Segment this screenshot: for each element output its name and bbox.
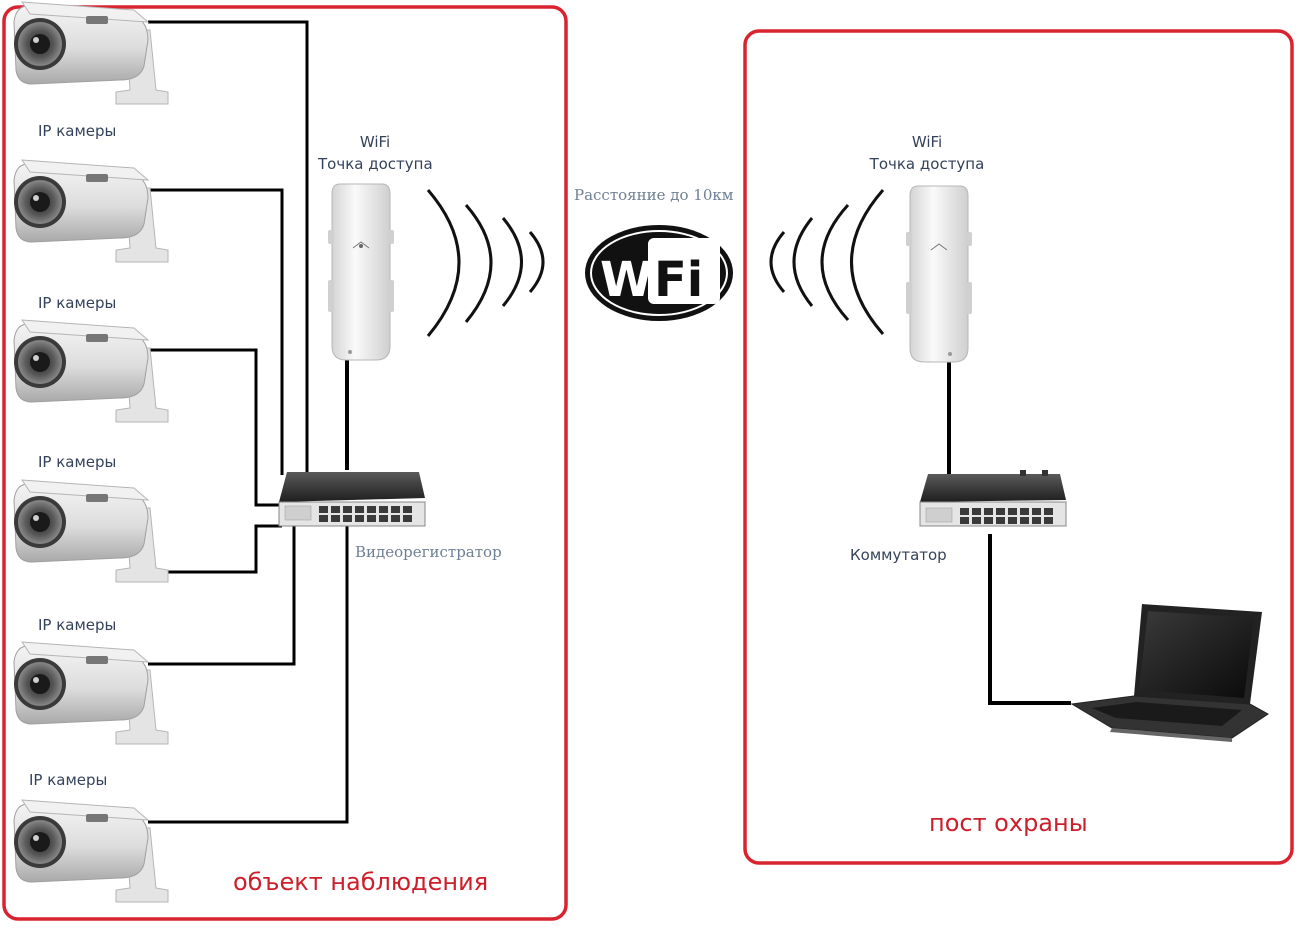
switch-port bbox=[319, 506, 328, 513]
security-post-label: пост охраны bbox=[929, 809, 1088, 837]
security-post-zone bbox=[743, 29, 1294, 865]
switch-port bbox=[996, 508, 1005, 515]
switch-port bbox=[379, 506, 388, 513]
switch-port bbox=[367, 515, 376, 522]
right-ap-label-line2: Точка доступа bbox=[869, 155, 985, 173]
camera-label: IP камеры bbox=[38, 616, 117, 634]
switch-port bbox=[1008, 508, 1017, 515]
nvr-label: Видеорегистратор bbox=[355, 543, 502, 561]
switch-port bbox=[319, 515, 328, 522]
camera-label: IP камеры bbox=[29, 771, 108, 789]
switch-port bbox=[391, 515, 400, 522]
switch-port bbox=[379, 515, 388, 522]
switch-port bbox=[343, 506, 352, 513]
camera-label: IP камеры bbox=[38, 294, 117, 312]
switch-port bbox=[1044, 508, 1053, 515]
switch-port bbox=[391, 506, 400, 513]
left-ap-label-line1: WiFi bbox=[359, 133, 391, 151]
laptop-icon bbox=[1070, 604, 1269, 742]
switch-to-laptop-cable bbox=[988, 534, 1071, 705]
switch-port bbox=[331, 506, 340, 513]
switch-port bbox=[355, 506, 364, 513]
left-ap-label: WiFi Точка доступа bbox=[318, 131, 433, 175]
switch-port bbox=[984, 517, 993, 524]
ip-camera-icon bbox=[13, 479, 169, 583]
switch-port bbox=[996, 517, 1005, 524]
switch-port bbox=[984, 508, 993, 515]
ip-camera-icon bbox=[13, 159, 169, 263]
wifi-access-point-icon bbox=[328, 183, 394, 361]
ip-camera-icon bbox=[13, 799, 169, 903]
camera-label: IP камеры bbox=[38, 122, 117, 140]
ip-camera-icon bbox=[13, 641, 169, 745]
switch-port bbox=[367, 506, 376, 513]
switch-port bbox=[960, 508, 969, 515]
camera-label: IP камеры bbox=[38, 453, 117, 471]
switch-port bbox=[1032, 508, 1041, 515]
switch-port bbox=[972, 517, 981, 524]
switch-port bbox=[355, 515, 364, 522]
switch-port bbox=[343, 515, 352, 522]
wifi-logo-left: Wi bbox=[600, 252, 669, 308]
wifi-logo-right: Fi bbox=[654, 252, 703, 308]
switch-port bbox=[960, 517, 969, 524]
surveillance-site-zone bbox=[2, 5, 568, 921]
switch-port bbox=[1032, 517, 1041, 524]
left-ap-label-line2: Точка доступа bbox=[318, 155, 433, 173]
switch-port bbox=[403, 515, 412, 522]
signal-waves-icon bbox=[769, 189, 885, 335]
wifi-access-point-icon bbox=[906, 185, 972, 363]
right-ap-label: WiFi Точка доступа bbox=[869, 131, 985, 175]
camera-cables bbox=[148, 20, 349, 824]
network-switch-icon bbox=[919, 470, 1067, 527]
switch-label: Коммутатор bbox=[850, 546, 947, 564]
wifi-logo-icon: Wi Fi bbox=[585, 225, 733, 321]
switch-port bbox=[972, 508, 981, 515]
signal-waves-icon bbox=[426, 189, 545, 337]
surveillance-site-label: объект наблюдения bbox=[233, 868, 489, 896]
ip-camera-icon bbox=[13, 319, 169, 423]
switch-port bbox=[1008, 517, 1017, 524]
switch-port bbox=[403, 506, 412, 513]
switch-port bbox=[1020, 508, 1029, 515]
ip-camera-icon bbox=[13, 1, 169, 105]
switch-port bbox=[1020, 517, 1029, 524]
distance-label: Расстояние до 10км bbox=[574, 186, 734, 204]
switch-port bbox=[1044, 517, 1053, 524]
network-switch-icon bbox=[278, 472, 426, 527]
right-ap-label-line1: WiFi bbox=[911, 133, 943, 151]
switch-port bbox=[331, 515, 340, 522]
